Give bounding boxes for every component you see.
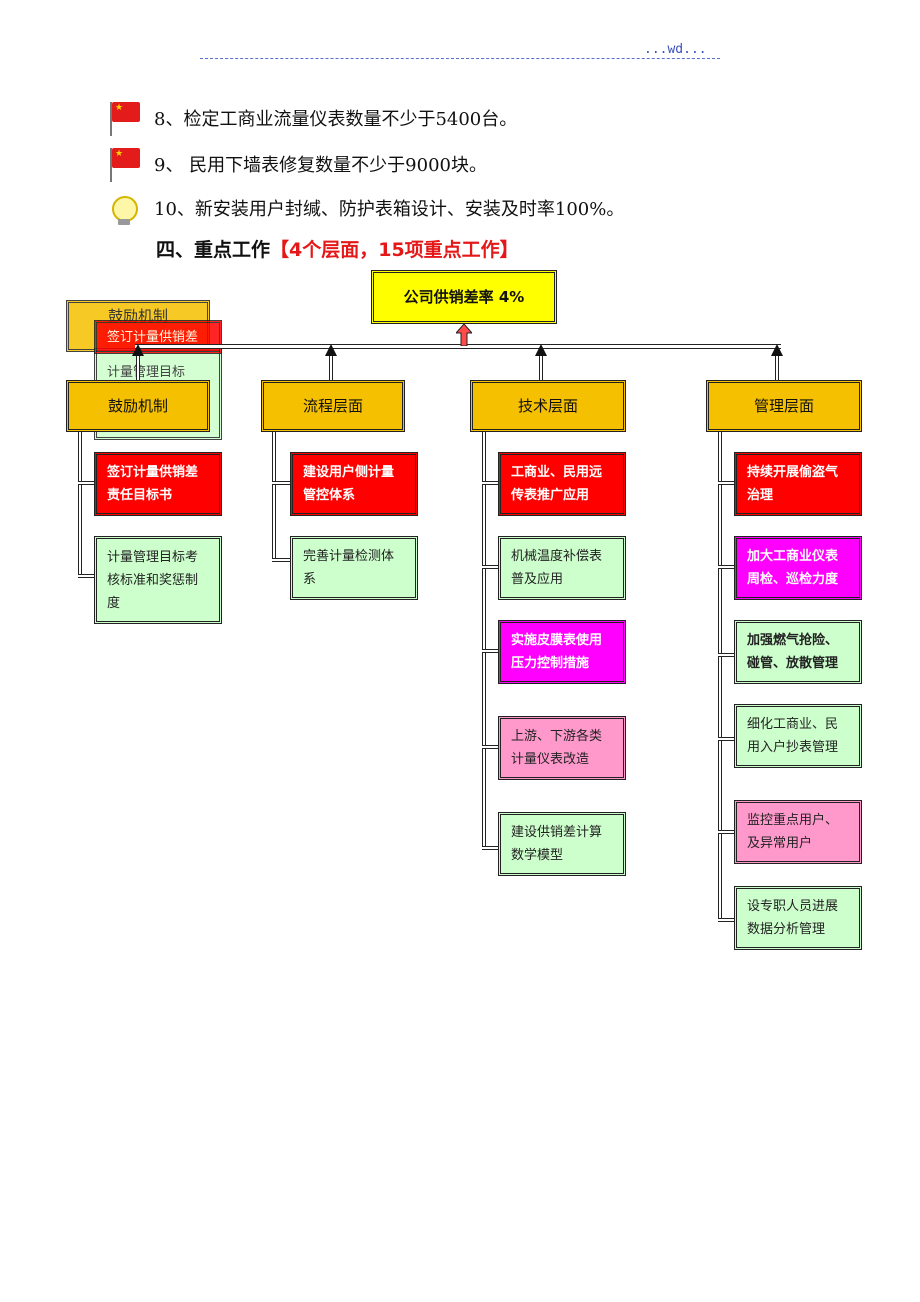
root-box: 公司供销差率 4% bbox=[371, 270, 557, 324]
connector bbox=[482, 745, 498, 749]
connector bbox=[718, 653, 734, 657]
connector bbox=[329, 356, 333, 380]
group-box-management: 管理层面 bbox=[706, 380, 862, 432]
item-box: 建设供销差计算数学模型 bbox=[498, 812, 626, 876]
section-heading: 四、重点工作【4个层面，15项重点工作】 bbox=[156, 235, 519, 262]
item-text: 实施皮膜表使用压力控制措施 bbox=[511, 633, 603, 671]
item-text: 持续开展偷盗气治理 bbox=[747, 465, 839, 503]
item-box: 机械温度补偿表普及应用 bbox=[498, 536, 626, 600]
item-box: 实施皮膜表使用压力控制措施 bbox=[498, 620, 626, 684]
connector bbox=[718, 918, 734, 922]
list-item-text: 9、 民用下墙表修复数量不少于9000块。 bbox=[154, 155, 487, 176]
item-box: 加强燃气抢险、碰管、放散管理 bbox=[734, 620, 862, 684]
connector bbox=[78, 432, 82, 578]
arrow-icon bbox=[535, 344, 547, 356]
item-text: 工商业、民用远传表推广应用 bbox=[511, 465, 603, 503]
root-title: 公司供销差率 4% bbox=[403, 287, 525, 306]
item-box: 监控重点用户、及异常用户 bbox=[734, 800, 862, 864]
item-text: 监控重点用户、及异常用户 bbox=[747, 813, 839, 851]
group-box-process: 流程层面 bbox=[261, 380, 405, 432]
arrow-icon bbox=[771, 344, 783, 356]
item-box: 加大工商业仪表周检、巡检力度 bbox=[734, 536, 862, 600]
item-text: 计量管理目标考核标准和奖惩制度 bbox=[107, 549, 199, 611]
connector bbox=[718, 737, 734, 741]
group-title: 管理层面 bbox=[753, 396, 814, 415]
list-item: ★ 8、检定工商业流量仪表数量不少于5400台。 bbox=[108, 100, 517, 136]
connector bbox=[78, 574, 94, 578]
connector-main bbox=[135, 344, 781, 349]
flag-icon: ★ bbox=[108, 146, 148, 182]
connector bbox=[718, 830, 734, 834]
item-text: 细化工商业、民用入户抄表管理 bbox=[747, 717, 839, 755]
lightbulb-icon bbox=[108, 190, 148, 226]
connector bbox=[272, 558, 290, 562]
connector bbox=[482, 649, 498, 653]
item-box: 工商业、民用远传表推广应用 bbox=[498, 452, 626, 516]
item-text: 建设用户侧计量管控体系 bbox=[303, 465, 395, 503]
item-box: 建设用户侧计量管控体系 bbox=[290, 452, 418, 516]
group-title: 鼓励机制 bbox=[107, 396, 168, 415]
item-box: 完善计量检测体系 bbox=[290, 536, 418, 600]
connector bbox=[272, 432, 276, 562]
flag-icon: ★ bbox=[108, 100, 148, 136]
connector bbox=[272, 481, 290, 485]
item-text: 机械温度补偿表普及应用 bbox=[511, 549, 603, 587]
item-box: 持续开展偷盗气治理 bbox=[734, 452, 862, 516]
item-box: 上游、下游各类计量仪表改造 bbox=[498, 716, 626, 780]
group-box-incentive: 鼓励机制 bbox=[66, 380, 210, 432]
arrow-icon bbox=[325, 344, 337, 356]
connector bbox=[775, 356, 779, 380]
item-box: 细化工商业、民用入户抄表管理 bbox=[734, 704, 862, 768]
item-box: 计量管理目标考核标准和奖惩制度 bbox=[94, 536, 222, 624]
group-title: 流程层面 bbox=[302, 396, 363, 415]
item-box: 设专职人员进展数据分析管理 bbox=[734, 886, 862, 950]
list-item: 10、新安装用户封缄、防护表箱设计、安装及时率100%。 bbox=[108, 190, 624, 226]
item-text: 上游、下游各类计量仪表改造 bbox=[511, 729, 603, 767]
connector bbox=[718, 481, 734, 485]
item-text: 签订计量供销差责任目标书 bbox=[107, 465, 199, 503]
item-box: 签订计量供销差责任目标书 bbox=[94, 452, 222, 516]
arrow-icon bbox=[132, 344, 144, 356]
connector bbox=[482, 481, 498, 485]
section-highlight: 【4个层面，15项重点工作】 bbox=[270, 239, 519, 261]
connector bbox=[718, 432, 722, 922]
item-text: 完善计量检测体系 bbox=[303, 549, 395, 587]
connector bbox=[482, 565, 498, 569]
section-title: 四、重点工作 bbox=[156, 239, 271, 261]
up-arrow-icon bbox=[454, 323, 474, 347]
ghost-item-text: 签订计量供销差 bbox=[107, 329, 199, 345]
list-item: ★ 9、 民用下墙表修复数量不少于9000块。 bbox=[108, 146, 487, 182]
item-text: 加大工商业仪表周检、巡检力度 bbox=[747, 549, 839, 587]
item-text: 建设供销差计算数学模型 bbox=[511, 825, 603, 863]
connector bbox=[718, 565, 734, 569]
connector bbox=[482, 432, 486, 850]
group-box-technology: 技术层面 bbox=[470, 380, 626, 432]
item-text: 加强燃气抢险、碰管、放散管理 bbox=[747, 633, 839, 671]
header-mark: ...wd... bbox=[644, 42, 707, 57]
list-item-text: 10、新安装用户封缄、防护表箱设计、安装及时率100%。 bbox=[154, 199, 625, 220]
connector bbox=[539, 356, 543, 380]
list-item-text: 8、检定工商业流量仪表数量不少于5400台。 bbox=[154, 109, 518, 130]
connector bbox=[78, 481, 94, 485]
ghost-item-text: 计量管理目标 bbox=[107, 365, 186, 380]
group-title: 技术层面 bbox=[517, 396, 578, 415]
header-rule bbox=[200, 58, 720, 59]
connector bbox=[482, 846, 498, 850]
item-text: 设专职人员进展数据分析管理 bbox=[747, 899, 839, 937]
connector bbox=[136, 356, 140, 380]
